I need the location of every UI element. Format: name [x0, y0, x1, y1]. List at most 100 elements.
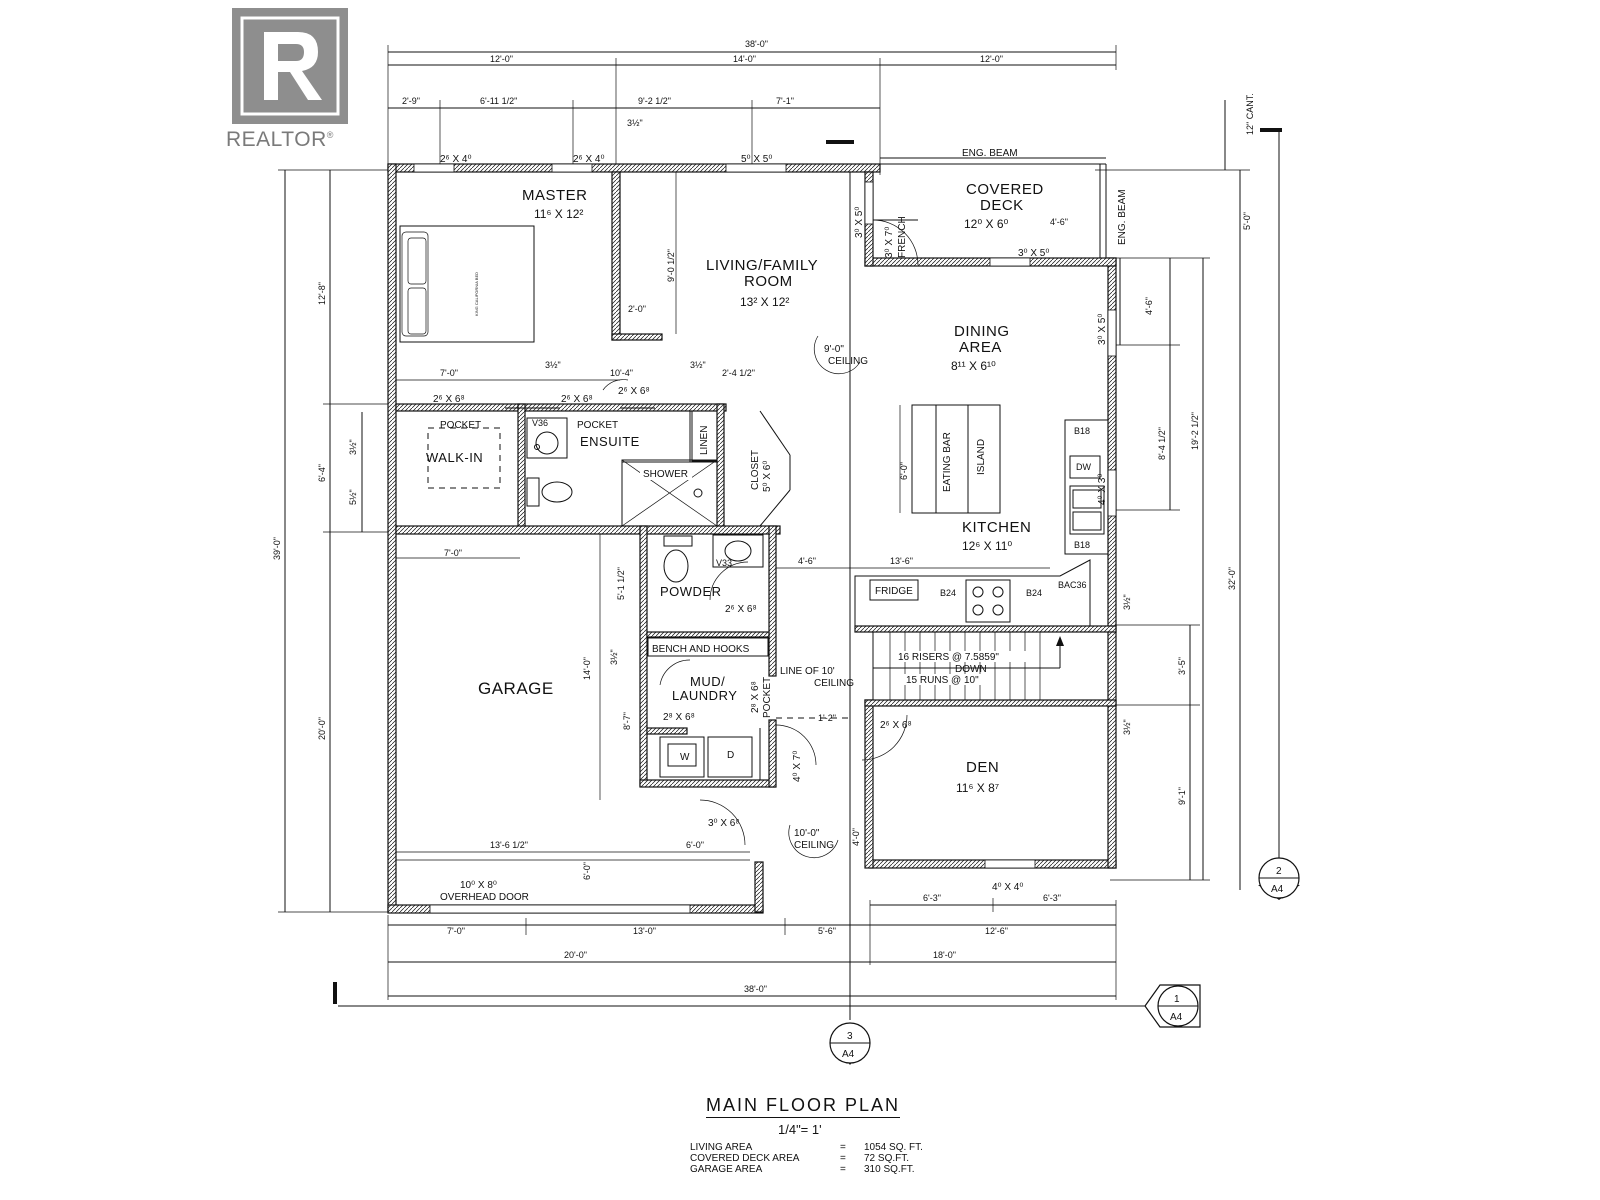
area-value: 72 SQ.FT. — [864, 1153, 910, 1164]
walkin-closet — [427, 427, 501, 489]
garage-door-size: 10⁰ X 8⁰ — [460, 880, 497, 891]
dim-in-m: 5'-1 1/2" — [616, 567, 626, 600]
room-deck: COVERED — [966, 181, 1044, 198]
room-closet-size: 5⁰ X 6⁰ — [762, 461, 773, 492]
window-label-dining-right: 3⁰ X 5⁰ — [1097, 314, 1108, 345]
dryer-label: D — [727, 750, 734, 761]
room-den: DEN — [966, 759, 999, 776]
dim-left-d: 3½" — [348, 439, 358, 455]
dim-right-e: 4'-6" — [1144, 297, 1154, 315]
door-label-master: 2⁶ X 6⁸ — [618, 386, 650, 397]
dim-bot-d: 12'-6" — [985, 926, 1008, 936]
vanity-v36: V36 — [532, 418, 548, 428]
linen-label: LINEN — [699, 426, 710, 455]
door-label-entry: 4⁰ X 7⁰ — [792, 751, 803, 782]
eng-beam-side: ENG. BEAM — [1117, 189, 1128, 245]
marker-3-ref: A4 — [842, 1049, 855, 1060]
top-dimensions: 38'-0" 12'-0" 14'-0" 12'-0" 2'-9" 6'-11 … — [387, 39, 1117, 175]
powder-fixtures: V33 — [663, 534, 764, 583]
door-label-mud-pocket: 2⁸ X 6⁸ — [750, 681, 761, 713]
window-label-master1: 2⁶ X 4⁰ — [440, 154, 471, 165]
dim-right-b: 32'-0" — [1227, 567, 1237, 590]
dim-in-o: 8'-7" — [622, 712, 632, 730]
dim-top-overall: 38'-0" — [745, 39, 768, 49]
dim-top-c: 12'-0" — [980, 54, 1003, 64]
dim-right-h: 3½" — [1122, 594, 1132, 610]
marker-1-num: 1 — [1174, 994, 1180, 1005]
cantilever-note: 12" CANT. — [1245, 93, 1255, 135]
pocket-label-2: POCKET — [577, 420, 618, 431]
dishwasher-label: DW — [1076, 462, 1091, 472]
dim-in-e: 10'-4" — [610, 368, 633, 378]
island-label: ISLAND — [976, 439, 987, 475]
room-labels: MASTER 11⁶ X 12² LIVING/FAMILY ROOM 13² … — [426, 181, 1044, 795]
dim-bot-g: 6'-3" — [923, 893, 941, 903]
marker-1-ref: A4 — [1170, 1012, 1183, 1023]
dim-top-b: 14'-0" — [733, 54, 756, 64]
area-value: 1054 SQ. FT. — [864, 1142, 923, 1153]
dim-top-e: 6'-11 1/2" — [480, 96, 517, 106]
dim-top-d: 2'-9" — [402, 96, 420, 106]
area-label: GARAGE AREA — [690, 1164, 763, 1175]
dim-left-c: 20'-0" — [317, 717, 327, 740]
marker-2-ref: A4 — [1271, 884, 1284, 895]
mud-fixtures: BENCH AND HOOKS W D — [647, 637, 769, 778]
dim-in-f: 3½" — [690, 360, 706, 370]
dim-right-i: 3½" — [1122, 719, 1132, 735]
doors: 3⁰ X 7⁰ FRENCH 2⁶ X 6⁸ 2⁶ X 6⁸ 2⁶ X 6⁸ 2… — [433, 216, 919, 846]
area-legend: LIVING AREA=1054 SQ. FT.COVERED DECK ARE… — [690, 1142, 923, 1175]
bench-label: BENCH AND HOOKS — [652, 644, 750, 655]
door-label-mud: 2⁸ X 6⁸ — [663, 712, 695, 723]
dim-in-t: 6'-0" — [686, 840, 704, 850]
window-label-master2: 2⁶ X 4⁰ — [573, 154, 604, 165]
dim-in-l: 7'-0" — [444, 548, 462, 558]
dim-bot-b: 13'-0" — [633, 926, 656, 936]
realtor-logo — [232, 8, 348, 124]
eating-bar-label: EATING BAR — [942, 432, 953, 492]
area-eq: = — [840, 1164, 846, 1175]
dim-right-f: 3'-5" — [1177, 657, 1187, 675]
area-row: LIVING AREA = 1054 SQ. FT. — [690, 1142, 923, 1153]
area-eq: = — [840, 1142, 846, 1153]
left-dimensions: 39'-0" 12'-8" 6'-4" 20'-0" 3½" 5½" — [272, 169, 390, 913]
stairs-runs: 15 RUNS @ 10" — [906, 675, 979, 686]
ceiling-9-value: 9'-0" — [824, 344, 844, 355]
line-ceiling-1: LINE OF 10' — [780, 666, 835, 677]
bottom-dimensions: 7'-0" 13'-0" 5'-6" 12'-6" 20'-0" 18'-0" … — [333, 893, 1160, 1007]
room-den-size: 11⁶ X 8⁷ — [956, 781, 999, 795]
window-label-living: 5⁰ X 5⁰ — [741, 154, 772, 165]
dim-bot-e: 20'-0" — [564, 950, 587, 960]
plan-title: MAIN FLOOR PLAN — [706, 1095, 901, 1118]
dim-left-overall: 39'-0" — [272, 537, 282, 560]
line-ceiling-2: CEILING — [814, 678, 854, 689]
eng-beam-top: ENG. BEAM — [962, 148, 1018, 159]
dim-in-h: 3½" — [609, 649, 619, 665]
room-living: LIVING/FAMILY — [706, 257, 818, 274]
room-master: MASTER — [522, 187, 588, 204]
dim-in-i: 4'-6" — [798, 556, 816, 566]
room-deck-size: 12⁰ X 6⁰ — [964, 217, 1009, 231]
cabinet-b18a: B18 — [1074, 426, 1090, 436]
dim-in-a: 9'-0 1/2" — [666, 249, 676, 282]
window-label-kitchen: 4⁰ X 3⁰ — [1097, 474, 1108, 505]
dim-in-d: 3½" — [545, 360, 561, 370]
room-walkin: WALK-IN — [426, 450, 483, 465]
dim-left-b: 6'-4" — [317, 464, 327, 482]
bed-note: KING CALIFORNIA BED — [474, 272, 479, 316]
dim-bot-c: 5'-6" — [818, 926, 836, 936]
section-marker-3: 3 A4 — [829, 905, 871, 1065]
room-kitchen-size: 12⁶ X 11⁰ — [962, 539, 1012, 553]
room-dining-size: 8¹¹ X 6¹⁰ — [951, 359, 996, 373]
ceiling-10-label: CEILING — [794, 840, 834, 851]
window-label-den: 4⁰ X 4⁰ — [992, 882, 1023, 893]
kitchen-fixtures: EATING BAR ISLAND DW B18 B18 FRIDGE B24 … — [854, 404, 1109, 627]
pocket-label-1: POCKET — [440, 420, 481, 431]
realtor-wordmark: REALTOR® — [226, 128, 334, 151]
dim-right-c: 19'-2 1/2" — [1190, 412, 1200, 450]
marker-3-num: 3 — [847, 1031, 853, 1042]
door-label-garage: 3⁰ X 6⁸ — [708, 818, 740, 829]
area-label: LIVING AREA — [690, 1142, 753, 1153]
room-deck-2: DECK — [980, 197, 1024, 214]
bed: KING CALIFORNIA BED — [399, 225, 535, 343]
